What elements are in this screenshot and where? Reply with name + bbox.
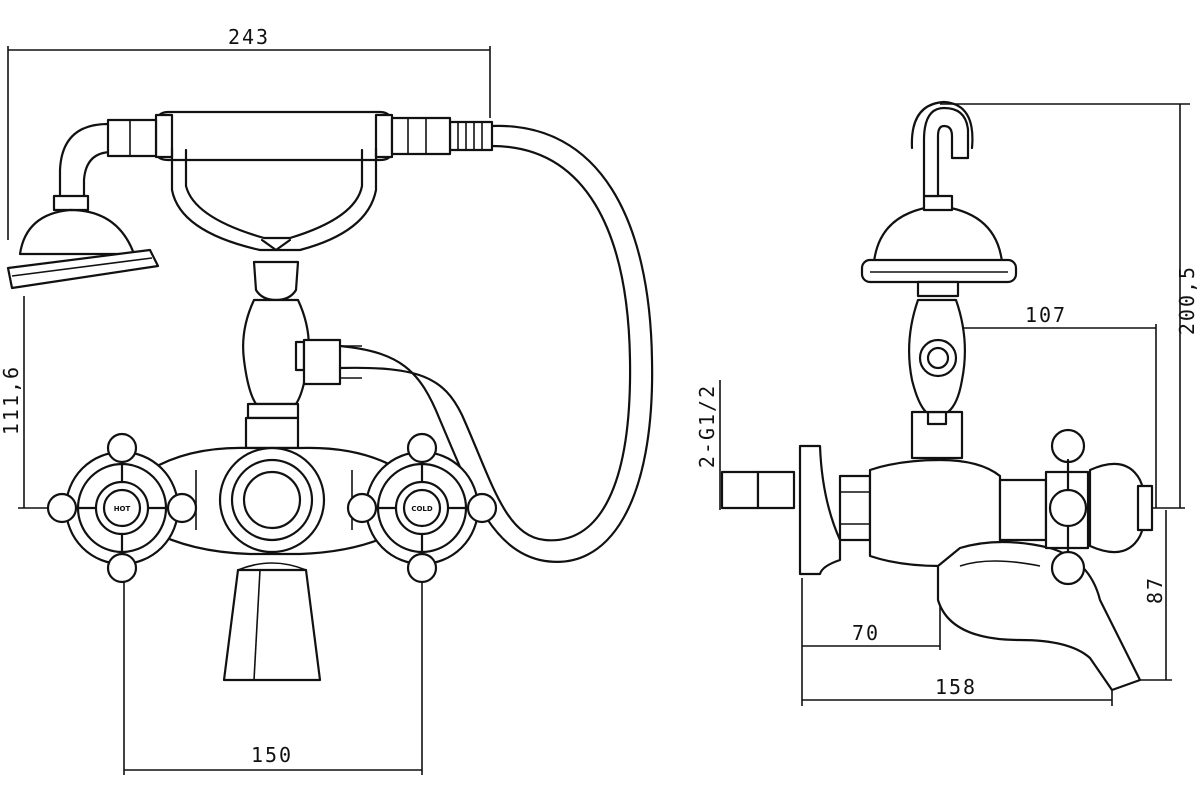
label-87: 87 (1143, 576, 1167, 604)
side-handle (1044, 428, 1154, 586)
side-column (860, 100, 1018, 460)
dimension-width-total: 243 (7, 25, 491, 240)
side-body (868, 458, 1142, 692)
wall-inlet (720, 444, 872, 576)
dimension-height-handshower: 111,6 (0, 296, 50, 509)
dimension-projection: 107 (940, 303, 1157, 508)
hot-handle: HOT (46, 432, 198, 584)
label-70: 70 (852, 621, 880, 645)
telephone-handshower (6, 110, 452, 290)
side-view: 200,5 107 2-G1/2 70 158 (695, 100, 1199, 706)
shower-hose (338, 120, 654, 563)
mixer-body (148, 446, 402, 682)
handshower-cradle (170, 146, 378, 450)
label-158: 158 (935, 675, 977, 699)
cold-handle: COLD (346, 432, 498, 584)
label-111-6: 111,6 (0, 365, 23, 435)
dimension-spout-offset: 70 (801, 568, 941, 706)
hot-label: HOT (114, 505, 131, 513)
cold-label: COLD (411, 505, 433, 513)
label-200-5: 200,5 (1175, 265, 1199, 335)
dimension-height-total: 200,5 (940, 103, 1199, 509)
label-150: 150 (251, 743, 293, 767)
front-view: 243 111,6 150 (0, 25, 654, 775)
label-243: 243 (228, 25, 270, 49)
dimension-center-spacing: 150 (123, 575, 423, 775)
label-2-g1-2: 2-G1/2 (695, 384, 719, 468)
label-107: 107 (1025, 303, 1067, 327)
dimension-inlet-thread: 2-G1/2 (695, 380, 721, 510)
dimension-spout-reach: 158 (802, 675, 1113, 706)
